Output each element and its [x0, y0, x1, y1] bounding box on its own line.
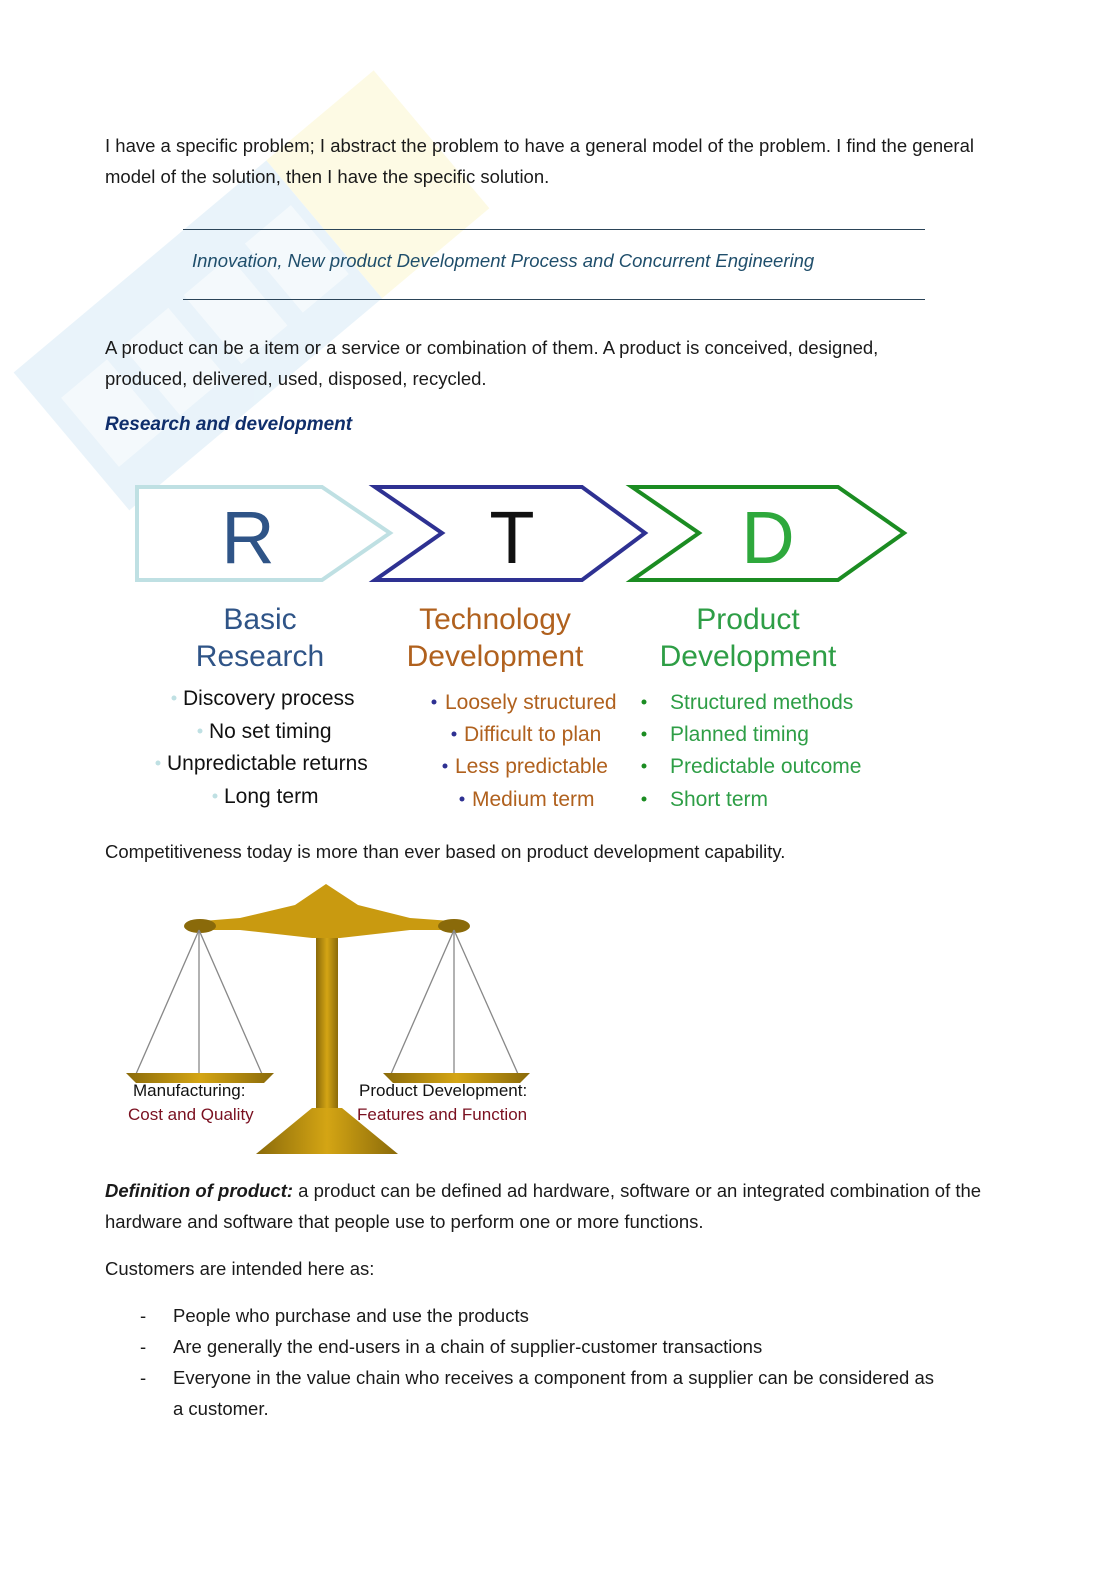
- product-paragraph: A product can be a item or a service or …: [105, 337, 879, 389]
- left-pan-title: Manufacturing:: [133, 1081, 245, 1100]
- scale-illustration: Manufacturing: Cost and Quality Product …: [126, 884, 530, 1154]
- col-r-title2: Research: [196, 640, 324, 673]
- definition-text: a product can be defined ad hardware, so…: [105, 1180, 982, 1232]
- right-pan-title: Product Development:: [359, 1081, 527, 1100]
- letter-r: R: [221, 496, 274, 579]
- d-item: Predictable outcome: [670, 755, 861, 778]
- t-item: Less predictable: [455, 755, 608, 778]
- col-t-title: Technology: [419, 603, 571, 636]
- bullet: [641, 731, 647, 737]
- bullet: [451, 731, 457, 737]
- bullet: [431, 699, 437, 705]
- list-item: Are generally the end-users in a chain o…: [140, 1331, 940, 1362]
- customers-list: People who purchase and use the products…: [140, 1300, 940, 1424]
- t-chevron: [368, 485, 649, 582]
- d-item: Structured methods: [670, 691, 853, 714]
- bullet: [155, 760, 161, 766]
- left-pan-sub: Cost and Quality: [128, 1105, 254, 1124]
- t-item: Difficult to plan: [464, 723, 601, 746]
- bullet: [197, 728, 203, 734]
- r-arrow: [135, 485, 394, 582]
- divider-top: [183, 229, 925, 230]
- t-item: Loosely structured: [445, 691, 617, 714]
- scale-strings: [135, 929, 519, 1075]
- d-item: Short term: [670, 788, 768, 811]
- bullet: [641, 796, 647, 802]
- divider-bottom: [183, 299, 925, 300]
- bullet: [212, 793, 218, 799]
- scale-pillar: [316, 938, 338, 1108]
- r-item: No set timing: [209, 720, 332, 743]
- bullet: [641, 699, 647, 705]
- left-pan: [126, 1073, 274, 1083]
- t-item: Medium term: [472, 788, 595, 811]
- col-r-title: Basic: [223, 603, 296, 636]
- bullet: [442, 763, 448, 769]
- col-t-title2: Development: [407, 640, 584, 673]
- bullet: [459, 796, 465, 802]
- customers-intro: Customers are intended here as:: [105, 1258, 375, 1279]
- beam-end-left: [184, 919, 216, 933]
- d-chevron: [625, 485, 908, 582]
- section-heading: Innovation, New product Development Proc…: [192, 250, 815, 271]
- definition-paragraph: Definition of product: a product can be …: [105, 1175, 1015, 1237]
- col-d-title: Product: [696, 603, 800, 636]
- list-item: People who purchase and use the products: [140, 1300, 940, 1331]
- d-item: Planned timing: [670, 723, 809, 746]
- competitiveness-paragraph: Competitiveness today is more than ever …: [105, 841, 786, 862]
- scale-beam: [190, 884, 465, 938]
- definition-label: Definition of product:: [105, 1180, 294, 1201]
- bullet: [641, 763, 647, 769]
- rd-heading: Research and development: [105, 414, 353, 435]
- rtd-diagram: R T D Basic Research Technology Developm…: [135, 485, 908, 811]
- right-pan: [383, 1073, 530, 1083]
- r-item: Long term: [224, 785, 319, 808]
- beam-end-right: [438, 919, 470, 933]
- letter-t: T: [489, 496, 534, 579]
- r-item: Discovery process: [183, 687, 355, 710]
- r-item: Unpredictable returns: [167, 752, 368, 775]
- bullet: [171, 695, 177, 701]
- intro-paragraph: I have a specific problem; I abstract th…: [105, 135, 974, 187]
- letter-d: D: [741, 496, 794, 579]
- col-d-title2: Development: [660, 640, 837, 673]
- scale-base: [256, 1108, 398, 1154]
- list-item: Everyone in the value chain who receives…: [140, 1362, 940, 1424]
- right-pan-sub: Features and Function: [357, 1105, 527, 1124]
